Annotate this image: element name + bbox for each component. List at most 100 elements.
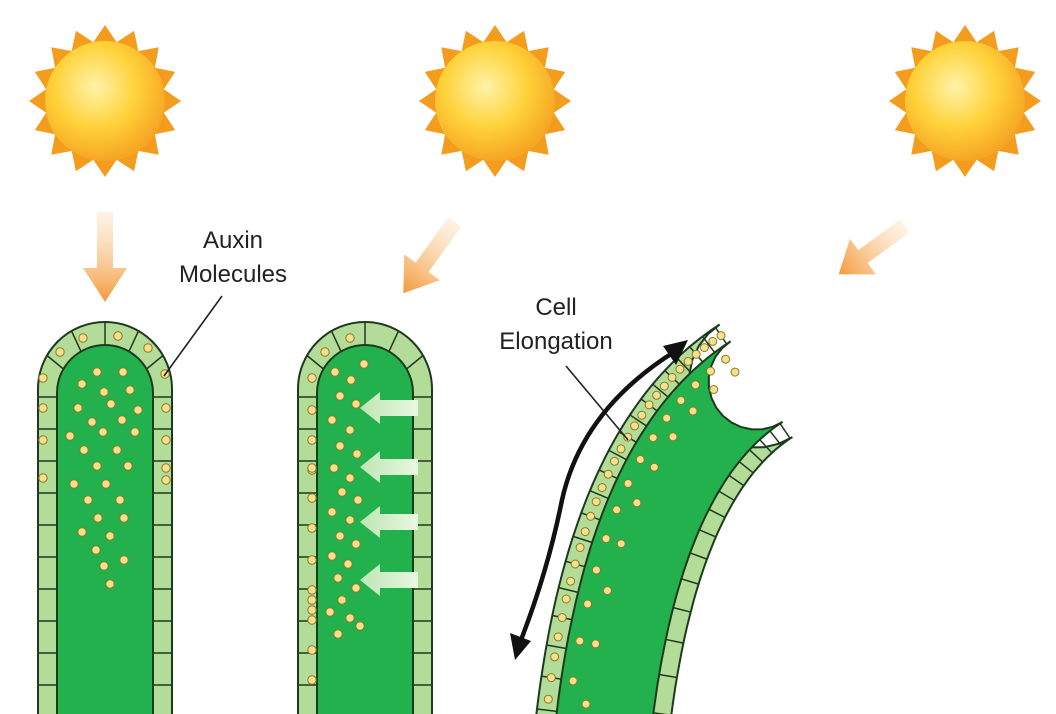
stem-core xyxy=(555,340,784,714)
auxin-molecule xyxy=(307,435,317,445)
auxin-flow-arrow xyxy=(360,564,418,596)
auxin-molecule xyxy=(550,652,560,662)
auxin-pointer-line xyxy=(163,295,223,377)
auxin-molecule xyxy=(616,444,626,454)
auxin-molecule xyxy=(307,463,317,473)
auxin-molecule xyxy=(115,495,125,505)
auxin-molecule xyxy=(119,555,129,565)
auxin-molecule xyxy=(307,493,317,503)
auxin-molecule xyxy=(708,336,718,346)
auxin-molecule xyxy=(320,347,330,357)
auxin-molecule xyxy=(330,367,340,377)
auxin-molecule xyxy=(623,479,633,488)
auxin-molecule xyxy=(69,479,79,489)
auxin-molecule xyxy=(307,523,317,533)
auxin-molecule xyxy=(77,379,87,389)
auxin-molecule xyxy=(691,349,701,359)
auxin-molecule xyxy=(307,555,317,565)
sun-disc xyxy=(45,41,165,161)
auxin-molecule xyxy=(623,432,633,442)
auxin-molecule xyxy=(38,373,48,383)
auxin-molecule xyxy=(65,431,75,441)
auxin-molecule xyxy=(307,595,317,605)
auxin-molecule xyxy=(345,515,355,525)
auxin-molecule xyxy=(93,513,103,523)
auxin-flow-arrow xyxy=(360,506,418,538)
auxin-molecule xyxy=(337,487,347,497)
auxin-molecule xyxy=(709,385,719,394)
auxin-molecule xyxy=(38,435,48,445)
auxin-flow-arrow xyxy=(360,392,418,424)
auxin-molecule xyxy=(161,475,171,485)
plant-stem-shaded xyxy=(297,321,433,714)
auxin-molecule xyxy=(699,343,709,353)
cell-elongation-label: Elongation xyxy=(499,328,612,355)
auxin-molecule xyxy=(112,445,122,455)
auxin-molecule xyxy=(38,403,48,413)
auxin-molecule xyxy=(591,565,601,575)
auxin-molecule xyxy=(345,473,355,483)
auxin-molecule xyxy=(668,432,678,442)
auxin-molecule xyxy=(130,427,140,437)
auxin-molecule xyxy=(635,455,645,464)
auxin-molecule xyxy=(143,343,153,353)
auxin-label: Auxin xyxy=(203,227,263,254)
stem-core xyxy=(56,344,154,714)
auxin-molecule xyxy=(73,403,83,413)
sun-disc xyxy=(905,41,1025,161)
auxin-molecule xyxy=(568,676,578,686)
auxin-molecule xyxy=(546,673,556,683)
auxin-molecule xyxy=(87,417,97,427)
elongation-double-arrow xyxy=(510,340,688,660)
auxin-molecule xyxy=(716,331,726,341)
auxin-molecule xyxy=(580,527,590,537)
plant-stem-straight xyxy=(37,321,173,714)
auxin-molecule xyxy=(581,699,591,709)
auxin-molecule xyxy=(667,372,677,382)
auxin-molecule xyxy=(659,381,669,391)
auxin-molecule xyxy=(335,391,345,401)
auxin-molecule xyxy=(706,366,715,376)
auxin-molecule xyxy=(561,594,571,604)
auxin-molecule xyxy=(649,462,659,472)
auxin-molecule xyxy=(583,599,593,609)
auxin-molecule xyxy=(575,636,585,646)
light-direction-arrow xyxy=(83,212,127,302)
auxin-molecule xyxy=(359,359,369,369)
auxin-molecule xyxy=(119,513,129,523)
auxin-molecule xyxy=(352,449,362,459)
auxin-molecule xyxy=(345,333,355,343)
auxin-molecule xyxy=(123,461,133,471)
auxin-molecule xyxy=(98,427,108,437)
auxin-molecule xyxy=(591,639,601,649)
sun-icon xyxy=(419,25,571,177)
auxin-molecule xyxy=(55,347,65,357)
auxin-molecule xyxy=(335,531,345,541)
auxin-molecule xyxy=(346,375,356,385)
auxin-molecule xyxy=(161,403,171,413)
auxin-molecule xyxy=(662,413,672,423)
auxin-molecule xyxy=(586,511,596,521)
auxin-molecule xyxy=(644,400,654,410)
auxin-molecule xyxy=(691,380,700,390)
auxin-molecule xyxy=(307,645,317,655)
auxin-molecule xyxy=(637,410,647,420)
auxin-molecule xyxy=(683,357,693,366)
auxin-molecule xyxy=(688,406,698,416)
auxin-molecule xyxy=(307,585,317,595)
auxin-molecule xyxy=(343,559,353,569)
auxin-molecule xyxy=(106,399,116,409)
auxin-molecule xyxy=(612,505,622,515)
sun-disc xyxy=(435,41,555,161)
auxin-molecule xyxy=(648,433,658,443)
auxin-molecule xyxy=(83,495,93,505)
auxin-molecule xyxy=(105,531,115,541)
auxin-molecule xyxy=(99,387,109,397)
auxin-molecule xyxy=(570,559,580,569)
auxin-molecule xyxy=(557,613,567,623)
auxin-molecule xyxy=(553,632,563,642)
auxin-molecule xyxy=(333,629,343,639)
auxin-molecule xyxy=(676,396,686,405)
auxin-molecule xyxy=(335,441,345,451)
